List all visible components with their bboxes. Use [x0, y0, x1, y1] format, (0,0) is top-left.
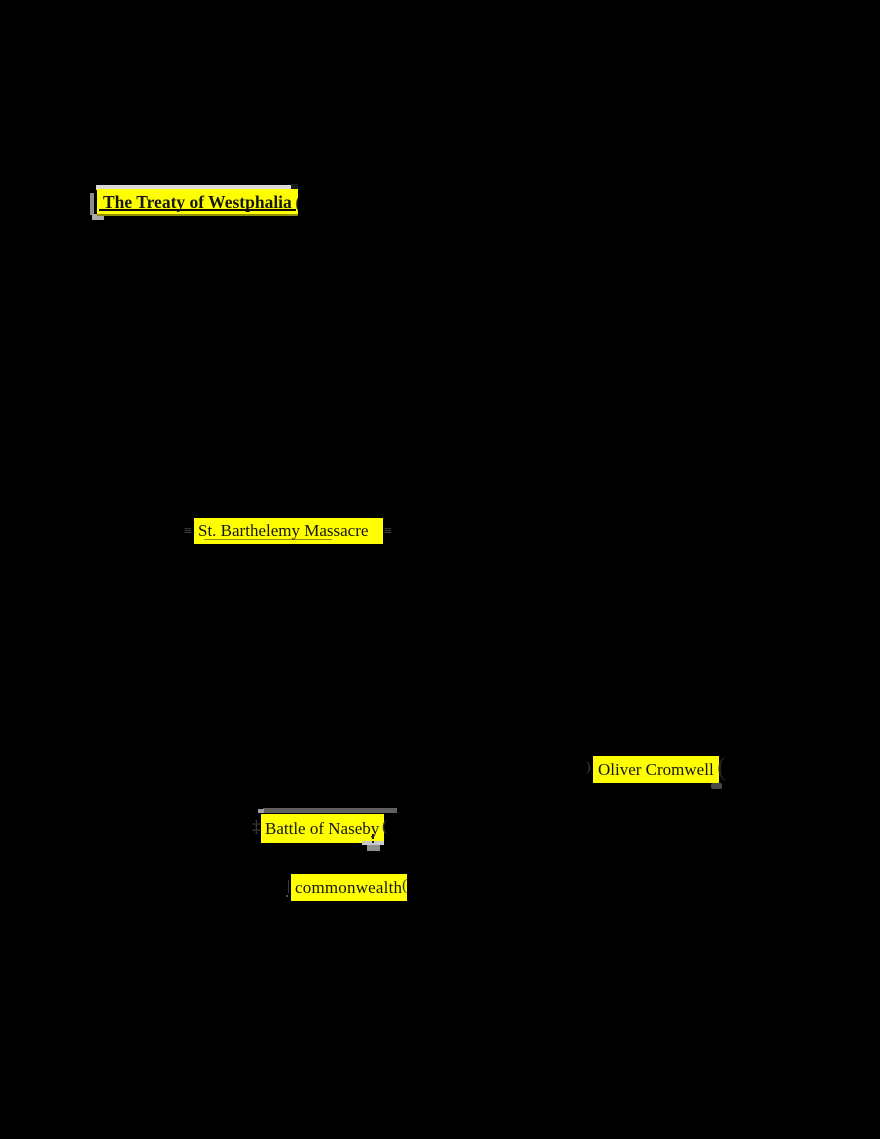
gray-block-artifact: [367, 845, 380, 851]
highlight-oliver-cromwell[interactable]: Oliver Cromwell (: [593, 753, 726, 783]
partial-glyph-fragment: (: [402, 877, 408, 894]
partial-glyph-fragment: ): [586, 760, 591, 775]
faint-underline: [204, 539, 332, 540]
dark-fragment-artifact: [291, 184, 298, 191]
highlighted-text: Battle of Naseby: [265, 819, 380, 838]
highlighted-text: St. Barthelemy Massacre: [198, 521, 369, 540]
gray-bar-artifact: [90, 193, 94, 215]
highlight-battle-of-naseby[interactable]: Battle of Naseby: [261, 814, 384, 843]
gray-bar-artifact: [263, 808, 397, 813]
text-underline: [99, 209, 296, 211]
partial-glyph-fragment: |: [287, 878, 291, 894]
partial-glyph-fragment: ≡: [384, 524, 392, 539]
highlight-bottom-edge: [97, 214, 298, 216]
gray-strip-artifact: [96, 185, 298, 190]
clipped-paren-glyph: (: [295, 190, 298, 216]
tick-mark-artifact: [372, 834, 374, 839]
highlighted-text: Oliver Cromwell: [598, 760, 714, 779]
highlight-treaty-of-westphalia[interactable]: The Treaty of Westphalia (: [97, 189, 298, 216]
highlighted-text: The Treaty of Westphalia: [103, 192, 292, 212]
highlight-commonwealth[interactable]: commonwealth: [291, 874, 407, 901]
partial-glyph-fragment: ‡: [252, 817, 261, 836]
open-paren-glyph: (: [717, 752, 726, 781]
dot-fragment-artifact: [286, 895, 288, 897]
partial-glyph-fragment: ≡: [184, 524, 192, 539]
gray-block-artifact: [362, 841, 384, 845]
gray-wedge-artifact: [92, 214, 104, 220]
gray-bar-tip-artifact: [258, 809, 264, 813]
highlight-st-barthelemy-massacre[interactable]: St. Barthelemy Massacre: [194, 518, 383, 544]
tick-dot-artifact: [372, 841, 374, 843]
partial-glyph-fragment: (: [382, 818, 388, 835]
gray-smudge-artifact: [711, 783, 722, 789]
highlighted-text: commonwealth: [295, 878, 403, 897]
